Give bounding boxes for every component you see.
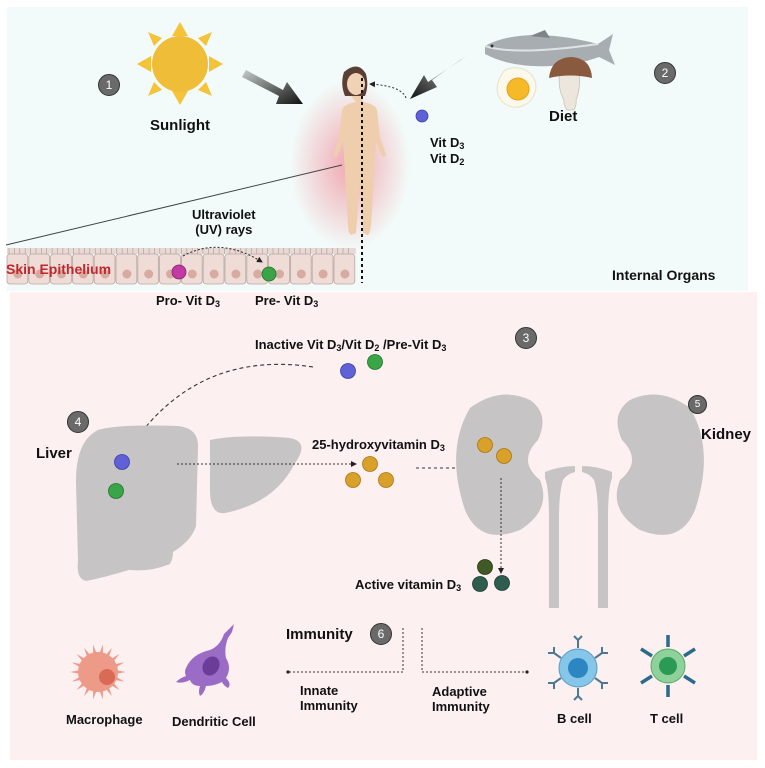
b-cell-icon	[548, 635, 608, 701]
kidney-hydroxy-dot	[496, 448, 512, 464]
liver-label: Liver	[36, 445, 72, 462]
cell-nucleus	[318, 269, 328, 279]
epithelial-cell	[6, 253, 29, 285]
active-vit-d3-dot	[477, 559, 493, 575]
epithelial-cell	[115, 253, 138, 285]
cell-nucleus	[35, 269, 45, 279]
epithelial-cell	[311, 253, 334, 285]
pre-vit-d3-label: Pre- Vit D3	[255, 293, 319, 309]
step-badge-2: 2	[654, 62, 676, 84]
epithelial-cell	[93, 253, 116, 285]
dendritic-cell-icon	[176, 624, 234, 696]
cell-nucleus	[122, 269, 132, 279]
epithelial-cell	[289, 253, 312, 285]
epithelial-cell	[50, 253, 72, 285]
liver-pre-vit-d3-dot	[108, 483, 124, 499]
pro-vit-d3-dot	[171, 264, 187, 280]
liver-vit-d3-dot	[114, 454, 130, 470]
step-badge-6: 6	[370, 623, 392, 645]
active-vit-d3-dot	[472, 576, 488, 592]
hydroxy-vit-d3-group	[345, 456, 394, 488]
pro-vit-d3-label: Pro- Vit D3	[156, 293, 221, 309]
step-badge-5: 5	[688, 395, 707, 414]
cell-nucleus	[253, 269, 263, 279]
cell-nucleus	[209, 269, 219, 279]
cell-nucleus	[78, 269, 88, 279]
cell-nucleus	[275, 269, 284, 279]
diet-arrow	[410, 56, 466, 99]
cell-nucleus	[100, 269, 110, 279]
step-badge-4: 4	[67, 411, 89, 433]
sunlight-arrow	[242, 70, 303, 104]
adaptive-immunity-connector	[421, 628, 529, 674]
dendritic-cell-label: Dendritic Cell	[172, 714, 256, 729]
inactive-pre-vit-d3-dot	[367, 354, 383, 370]
cell-nucleus	[231, 269, 241, 279]
diet-label: Diet	[549, 108, 578, 125]
hydroxy-dot	[345, 472, 361, 488]
epithelial-cell	[333, 253, 356, 285]
hydroxy-dot	[362, 456, 378, 472]
person-figure	[333, 66, 386, 235]
fish-icon	[484, 30, 615, 67]
uv-conversion-arrow	[182, 246, 263, 263]
epithelial-cell	[224, 253, 247, 285]
step-badge-3: 3	[515, 327, 537, 349]
t-cell-icon	[640, 635, 696, 697]
skin-epithelium-label: Skin Epithelium	[6, 261, 112, 277]
hydroxy-vit-d3-label: 25-hydroxyvitamin D3	[312, 437, 445, 453]
epithelial-cell	[137, 253, 160, 285]
kidney-organs	[456, 394, 704, 608]
internal-organs-label: Internal Organs	[612, 267, 716, 283]
cell-nucleus	[13, 269, 23, 279]
innate-immunity-connector	[286, 628, 404, 674]
inactive-vit-d-label: Inactive Vit D3/Vit D2 /Pre-Vit D3	[255, 337, 447, 353]
sunlight-label: Sunlight	[150, 117, 210, 134]
sun-icon	[137, 22, 223, 105]
t-cell-label: T cell	[650, 711, 684, 726]
hydroxy-dot	[378, 472, 394, 488]
kidney-hydroxy-dot	[477, 437, 493, 453]
step-badge-1: 1	[98, 74, 120, 96]
mushroom-icon	[549, 57, 592, 111]
skin-epithelium	[6, 248, 356, 285]
cell-nucleus	[187, 269, 197, 279]
pre-vit-d3-dot	[261, 266, 277, 282]
immunity-label: Immunity	[286, 626, 353, 643]
macrophage-label: Macrophage	[66, 712, 143, 727]
inactive-to-liver-path	[133, 363, 314, 443]
active-vit-d3-label: Active vitamin D3	[355, 577, 462, 593]
macrophage-icon	[70, 644, 126, 700]
inactive-vit-d3-dot	[340, 363, 356, 379]
fried-egg-icon	[496, 67, 537, 108]
vit-d-dot	[415, 109, 429, 123]
epithelial-cell	[202, 253, 225, 285]
uv-rays-label: Ultraviolet(UV) rays	[192, 207, 256, 237]
cell-nucleus	[296, 269, 306, 279]
cell-nucleus	[57, 269, 66, 279]
epithelial-cell	[72, 253, 94, 285]
kidney-label: Kidney	[701, 426, 752, 443]
zoom-guide-line	[5, 164, 343, 246]
active-vit-d3-dot	[494, 575, 510, 591]
vit-d3-label: Vit D3	[430, 135, 465, 151]
liver-organ	[76, 425, 302, 581]
b-cell-label: B cell	[557, 711, 592, 726]
epithelial-cell	[28, 253, 50, 285]
cell-nucleus	[340, 269, 350, 279]
vit-d2-label: Vit D2	[430, 151, 465, 167]
cell-nucleus	[144, 269, 154, 279]
